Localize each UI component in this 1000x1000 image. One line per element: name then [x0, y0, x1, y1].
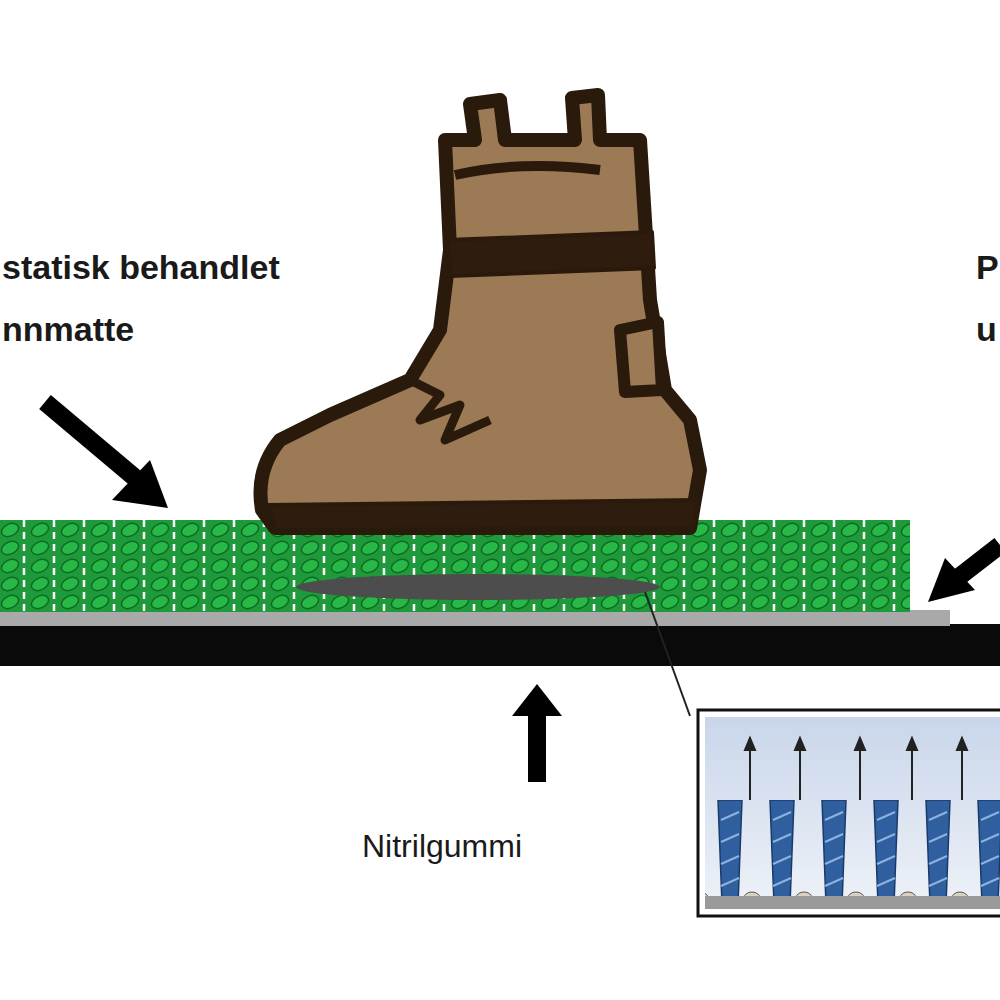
part-label: P u [976, 236, 998, 360]
part-label: statisk behandlet nnmatte [2, 236, 392, 360]
material-label: Nitrilgummi [362, 826, 662, 866]
